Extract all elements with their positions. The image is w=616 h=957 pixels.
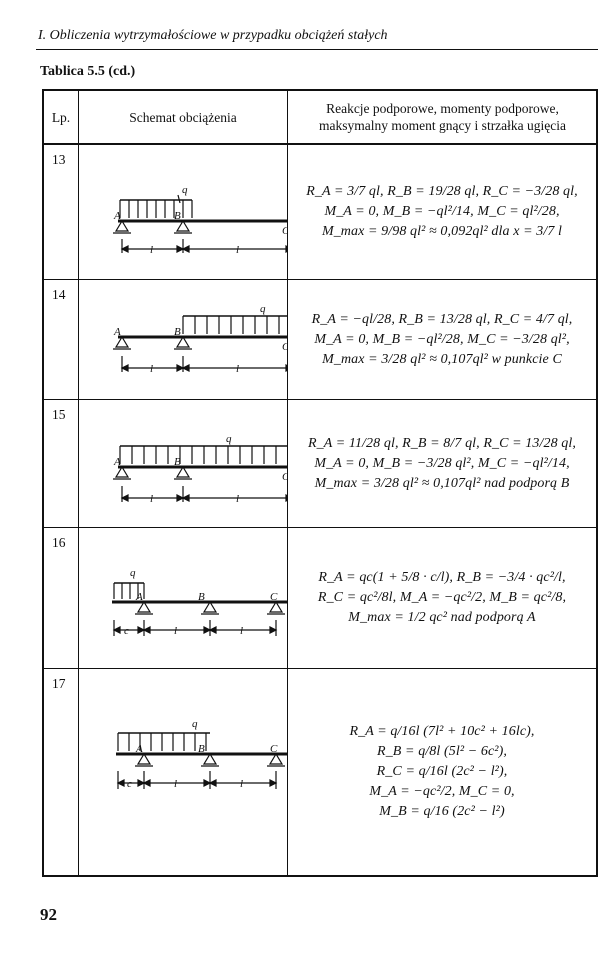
load-schema: q A B C l l bbox=[80, 145, 287, 279]
support-label-a: A bbox=[113, 210, 121, 222]
beam-diagram: q A B C l l bbox=[113, 184, 287, 256]
formula-line: M_max = 3/28 ql² ≈ 0,107ql² nad podporą … bbox=[314, 475, 570, 491]
span-label-1: l bbox=[174, 778, 177, 790]
formula-line: M_B = q/16 (2c² − l²) bbox=[379, 804, 505, 819]
support-label-c: C bbox=[270, 743, 278, 755]
formula-block: R_A = qc(1 + 5/8 · c/l), R_B = −3/4 · qc… bbox=[288, 528, 596, 668]
support-label-b: B bbox=[198, 743, 205, 755]
formula-line: M_A = 0, M_B = −3/28 ql², M_C = −ql²/14, bbox=[314, 455, 570, 471]
formula-line: M_A = 0, M_B = −ql²/28, M_C = −3/28 ql², bbox=[314, 331, 570, 347]
overhang-label: c bbox=[127, 778, 132, 790]
support-label-c: C bbox=[270, 591, 278, 603]
formula-line: M_max = 1/2 qc² nad podporą A bbox=[348, 610, 536, 625]
support-label-a: A bbox=[113, 456, 121, 468]
column-divider-schema bbox=[287, 91, 288, 875]
support-label-b: B bbox=[198, 591, 205, 603]
beam-diagram: q A B C c l l bbox=[112, 567, 287, 637]
support-label-c: C bbox=[282, 225, 287, 237]
load-label: q bbox=[226, 433, 232, 445]
load-label: q bbox=[192, 718, 198, 730]
formula-line: R_B = q/8l (5l² − 6c²), bbox=[377, 744, 507, 759]
row-number: 14 bbox=[52, 287, 66, 302]
column-divider-lp bbox=[78, 91, 79, 875]
table-row: 17 bbox=[44, 669, 596, 875]
span-label-1: l bbox=[150, 363, 153, 375]
formula-line: M_max = 9/98 ql² ≈ 0,092ql² dla x = 3/7 … bbox=[321, 224, 563, 239]
load-schema: q A B C l l bbox=[80, 280, 287, 399]
span-label-2: l bbox=[240, 778, 243, 790]
load-schema: q A B C c l l bbox=[80, 669, 287, 875]
header-schema: Schemat obciążenia bbox=[129, 109, 237, 125]
beam-diagram: q A B C l l bbox=[113, 433, 287, 505]
header-rule bbox=[36, 49, 598, 50]
span-label-1: l bbox=[150, 244, 153, 256]
support-label-b: B bbox=[174, 326, 181, 338]
support-label-b: B bbox=[174, 456, 181, 468]
support-label-a: A bbox=[135, 743, 143, 755]
formula-block: R_A = −ql/28, R_B = 13/28 ql, R_C = 4/7 … bbox=[288, 280, 596, 399]
table-caption: Tablica 5.5 (cd.) bbox=[40, 64, 136, 79]
load-label: q bbox=[130, 567, 136, 579]
header-results: Reakcje podporowe, momenty podporowe, ma… bbox=[289, 91, 596, 143]
support-label-a: A bbox=[113, 326, 121, 338]
formula-block: R_A = q/16l (7l² + 10c² + 16lc), R_B = q… bbox=[288, 669, 596, 875]
span-label-2: l bbox=[236, 363, 239, 375]
formula-line: R_C = q/16l (2c² − l²), bbox=[376, 764, 508, 779]
overhang-label: c bbox=[124, 625, 129, 637]
page-number: 92 bbox=[40, 905, 57, 924]
formula-line: M_A = −qc²/2, M_C = 0, bbox=[369, 784, 515, 799]
span-label-2: l bbox=[240, 625, 243, 637]
table-row: 14 bbox=[44, 280, 596, 400]
formula-line: M_A = 0, M_B = −ql²/14, M_C = ql²/28, bbox=[324, 204, 560, 219]
support-label-c: C bbox=[282, 471, 287, 483]
formula-line: R_A = −ql/28, R_B = 13/28 ql, R_C = 4/7 … bbox=[311, 311, 573, 327]
formula-line: R_A = 3/7 ql, R_B = 19/28 ql, R_C = −3/2… bbox=[306, 184, 578, 199]
row-number: 13 bbox=[52, 152, 66, 167]
span-label-2: l bbox=[236, 493, 239, 505]
running-head: I. Obliczenia wytrzymałościowe w przypad… bbox=[38, 28, 388, 43]
load-table: Lp. Schemat obciążenia Reakcje podporowe… bbox=[42, 89, 598, 877]
beam-diagram: q A B C l l bbox=[113, 303, 287, 375]
formula-line: R_A = qc(1 + 5/8 · c/l), R_B = −3/4 · qc… bbox=[318, 570, 566, 585]
load-schema: q A B C l l bbox=[80, 400, 287, 527]
header-lp: Lp. bbox=[51, 109, 71, 125]
row-number: 16 bbox=[52, 535, 66, 550]
header-results-line2: maksymalny moment gnący i strzałka ugięc… bbox=[318, 118, 567, 133]
table-row: 16 bbox=[44, 528, 596, 669]
row-number: 15 bbox=[52, 407, 66, 422]
support-label-a: A bbox=[135, 591, 143, 603]
load-label: q bbox=[260, 303, 266, 315]
formula-line: R_A = 11/28 ql, R_B = 8/7 ql, R_C = 13/2… bbox=[308, 435, 576, 451]
header-results-line1: Reakcje podporowe, momenty podporowe, bbox=[326, 101, 559, 116]
formula-block: R_A = 3/7 ql, R_B = 19/28 ql, R_C = −3/2… bbox=[288, 145, 596, 279]
table-row: 13 bbox=[44, 145, 596, 280]
load-schema: q A B C c l l bbox=[80, 528, 287, 668]
table-row: 15 bbox=[44, 400, 596, 528]
beam-diagram: q A B C c l l bbox=[116, 718, 287, 790]
formula-line: R_C = qc²/8l, M_A = −qc²/2, M_B = qc²/8, bbox=[317, 590, 567, 605]
load-label: q bbox=[182, 184, 188, 196]
span-label-1: l bbox=[150, 493, 153, 505]
formula-line: M_max = 3/28 ql² ≈ 0,107ql² w punkcie C bbox=[322, 351, 562, 367]
span-label-2: l bbox=[236, 244, 239, 256]
row-number: 17 bbox=[52, 676, 66, 691]
formula-block: R_A = 11/28 ql, R_B = 8/7 ql, R_C = 13/2… bbox=[288, 400, 596, 527]
support-label-c: C bbox=[282, 341, 287, 353]
table-header: Lp. Schemat obciążenia Reakcje podporowe… bbox=[44, 91, 596, 145]
span-label-1: l bbox=[174, 625, 177, 637]
formula-line: R_A = q/16l (7l² + 10c² + 16lc), bbox=[349, 724, 535, 739]
support-label-b: B bbox=[174, 210, 181, 222]
